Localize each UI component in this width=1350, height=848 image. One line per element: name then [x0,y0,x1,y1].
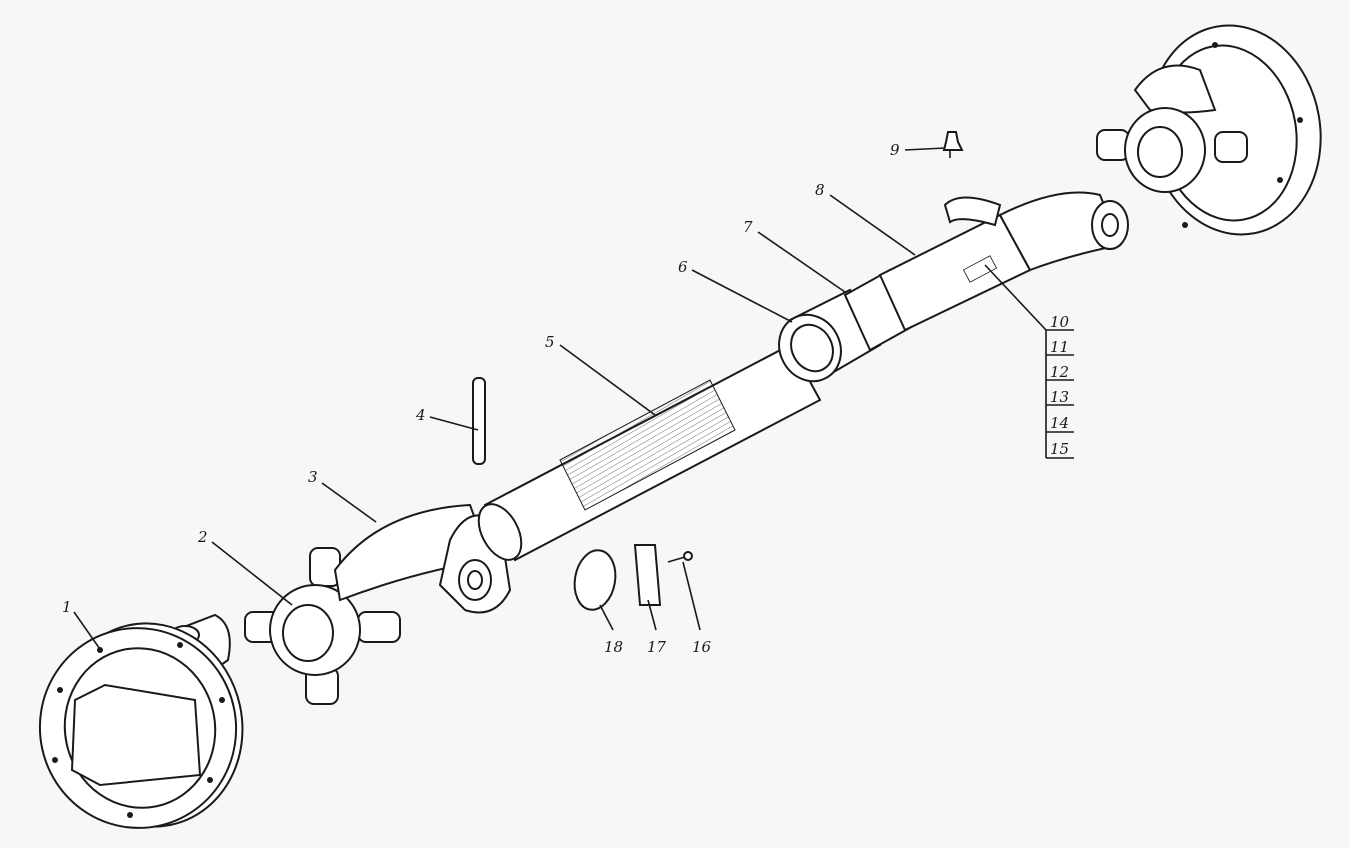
leader-2 [211,541,293,606]
callout-11: 11 [1050,338,1069,356]
callout-4: 4 [415,406,426,424]
callout-1: 1 [62,598,72,616]
callout-16: 16 [692,638,712,656]
leader-16 [682,561,701,631]
callout-3: 3 [308,468,318,486]
callout-10: 10 [1050,313,1070,331]
part-6-sleeve [778,288,882,383]
leader-6 [691,269,793,323]
right-flange-yoke-assembly [1096,24,1322,236]
callout-8: 8 [815,181,825,199]
callout-15: 15 [1050,440,1069,458]
part-2-universal-joint-cross [244,547,401,705]
leader-lines [73,147,1074,653]
callout-9: 9 [890,141,900,159]
part-9-grease-fitting [942,131,964,158]
part-5-splined-shaft [477,343,822,562]
callout-14: 14 [1050,414,1069,432]
callout-2: 2 [197,528,208,546]
leader-3 [321,482,377,523]
callout-18: 18 [604,638,623,656]
callout-17: 17 [647,638,667,656]
part-1-flange-yoke [38,613,244,829]
leader-5 [559,344,656,416]
callout-6: 6 [678,258,688,276]
leader-17 [647,599,657,631]
callout-5: 5 [545,333,555,351]
callout-labels: 1 2 3 4 5 6 7 8 9 10 11 12 13 14 15 16 1… [62,141,1070,656]
leader-18 [599,604,614,631]
callout-7: 7 [743,218,753,236]
part-18-cap-disc [573,549,617,611]
part-8-tube-yoke [878,191,1129,332]
callout-13: 13 [1050,388,1069,406]
part-4-pin [472,377,486,465]
leader-9 [904,147,946,151]
leader-4 [429,416,479,431]
callout-12: 12 [1050,363,1069,381]
leader-10 [984,264,1047,331]
part-16-bolt [667,551,693,563]
leader-8 [829,194,916,256]
leader-1 [73,611,103,653]
leader-7 [757,231,846,293]
part-17-lock-plate [633,544,662,606]
